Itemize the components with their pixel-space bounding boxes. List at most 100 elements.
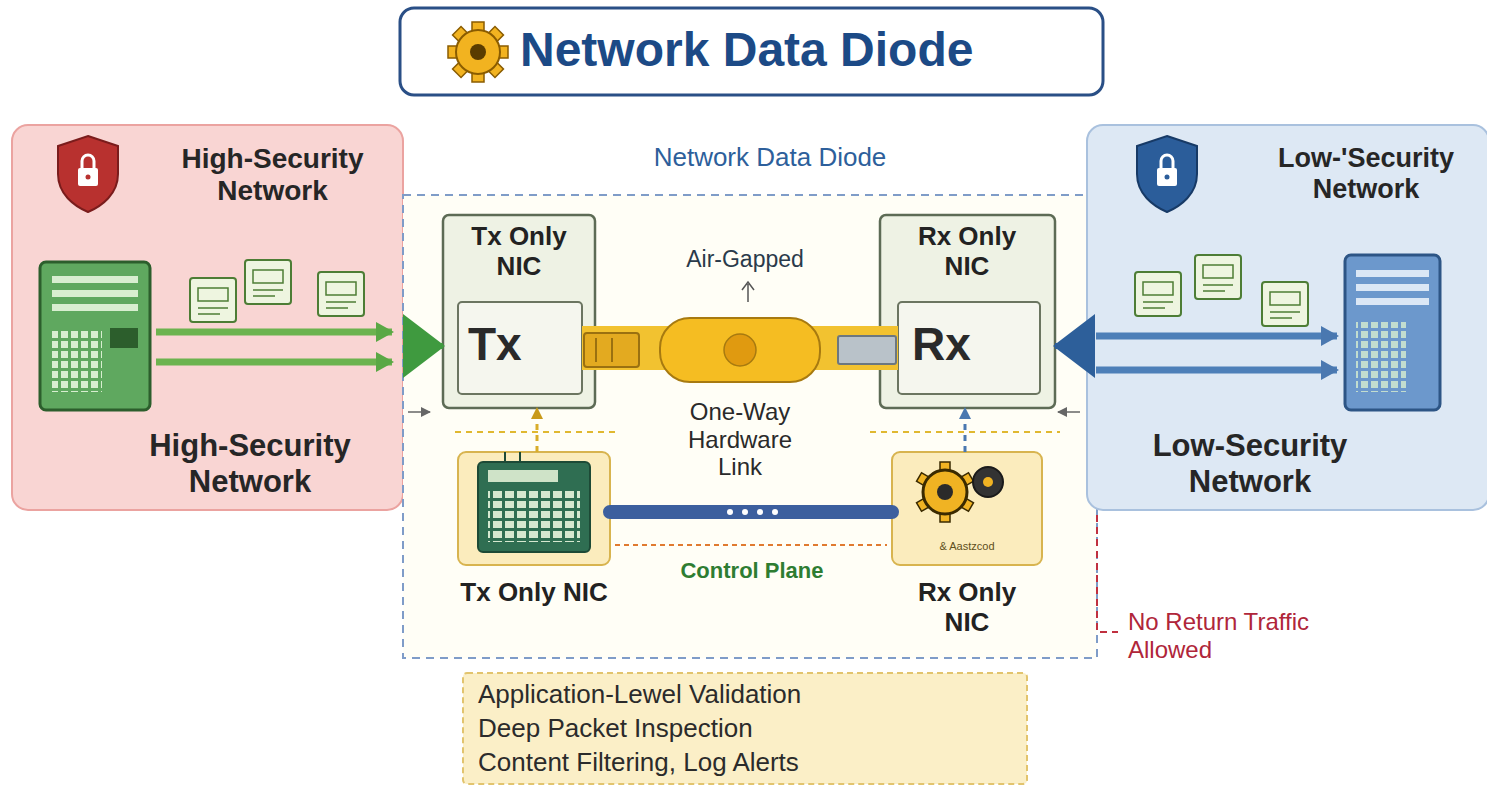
document-icon (190, 260, 364, 322)
control-plane-detail (615, 509, 887, 545)
box-text: High-Security Network (150, 143, 395, 207)
shield-icon (1161, 155, 1173, 168)
flow-arrow (156, 359, 392, 366)
server-icon (52, 290, 138, 297)
box-text: & Aastzcod (896, 540, 1038, 553)
gear-icon (456, 30, 500, 74)
cable-detail (584, 333, 639, 367)
server-icon (52, 304, 138, 311)
nic-icon-box: & AastzcodRx Only NIC (892, 452, 1042, 565)
nic-icon-box-outline (458, 452, 610, 565)
gears-icon (983, 477, 993, 487)
box-heading: Rx Only NIC (892, 578, 1042, 638)
gear-icon (470, 44, 486, 60)
server-icon (1356, 284, 1429, 291)
diagram-title: Network Data Diode (520, 22, 1090, 77)
network-panel-outline (12, 125, 403, 510)
cable-detail (611, 338, 613, 362)
server-icon (40, 262, 150, 410)
flow-arrow (1096, 367, 1337, 374)
gears-icon (917, 462, 1003, 522)
shield-icon (58, 136, 118, 212)
box-text: High-Security Network (105, 428, 395, 499)
server-icon (52, 328, 102, 392)
server-icon (1356, 270, 1429, 277)
gears-icon (973, 467, 1003, 497)
connector-line (610, 505, 892, 519)
server-icon (1345, 255, 1440, 410)
nic-box-outline (443, 215, 595, 408)
cable-detail (584, 282, 896, 382)
diode-region-outline (403, 195, 1097, 658)
gear-icon (448, 22, 508, 82)
board-icon (488, 490, 580, 542)
cable-detail (595, 338, 597, 362)
nic-box: Tx Only NICTx (443, 215, 595, 408)
cable-detail (724, 334, 756, 366)
nic-box: Rx Only NIC Rx (880, 215, 1055, 408)
network-panel: High-Security NetworkHigh-Security Netwo… (12, 125, 403, 510)
shield-icon (58, 136, 118, 212)
port-box: Rx (898, 302, 1040, 394)
red-bracket (1097, 515, 1118, 632)
control-plane-detail (772, 509, 778, 515)
box-text: Tx (468, 318, 548, 371)
shield-icon (1157, 168, 1177, 186)
control-plane-detail (757, 509, 763, 515)
flow-arrow (156, 332, 392, 362)
document-icon (190, 278, 236, 322)
connector-line (964, 408, 967, 452)
document-icon (1135, 272, 1181, 316)
server-icon (1345, 255, 1440, 410)
connector-line (1055, 343, 1087, 349)
shield-icon (1137, 136, 1197, 212)
shield-icon (86, 175, 91, 180)
shield-icon (1137, 136, 1197, 212)
control-plane-detail (742, 509, 748, 515)
server-icon (1356, 322, 1406, 392)
server-icon (40, 262, 150, 410)
gears-icon (917, 462, 974, 522)
board-icon (488, 470, 558, 482)
dashed-guide (1058, 411, 1080, 413)
cable-detail (838, 336, 896, 364)
board-icon (478, 452, 590, 552)
shield-icon (1165, 175, 1170, 180)
box-text: Low-Security Network (1105, 428, 1395, 499)
document-icon (318, 272, 364, 316)
document-icon (1195, 255, 1241, 299)
box-text: Application-Lewel Validation (478, 680, 1018, 710)
shield-icon (78, 168, 98, 186)
server-icon (110, 328, 138, 348)
cable-detail (742, 282, 754, 302)
box-text: Rx (912, 318, 992, 371)
box-text: Rx Only NIC (897, 222, 1037, 282)
title-box (400, 8, 1103, 95)
nic-icon-box-outline (892, 452, 1042, 565)
cable-detail (660, 318, 820, 382)
annotation-label: No Return Traffic Allowed (1128, 608, 1348, 663)
box-text: Content Filtering, Log Alerts (478, 748, 1018, 778)
shield-icon (82, 155, 94, 168)
red-bracket (1097, 515, 1118, 632)
server-icon (52, 276, 138, 283)
board-icon (478, 462, 590, 552)
node-shape (12, 125, 1487, 784)
server-icon (1356, 298, 1429, 305)
network-panel-outline (1087, 125, 1487, 510)
board-icon (519, 452, 521, 462)
gears-icon (973, 467, 1003, 497)
dashed-guide (408, 411, 430, 413)
box-heading: Tx Only NIC (459, 578, 609, 608)
port-box: Tx (458, 302, 582, 394)
gears-icon (937, 484, 953, 500)
box-text: Low-'Security Network (1250, 143, 1482, 205)
control-plane-detail (727, 509, 733, 515)
flow-arrow (156, 329, 392, 336)
box-heading: Network Data Diode (520, 143, 1020, 173)
port-box-outline (898, 302, 1040, 394)
box-text: Deep Packet Inspection (478, 714, 1018, 744)
